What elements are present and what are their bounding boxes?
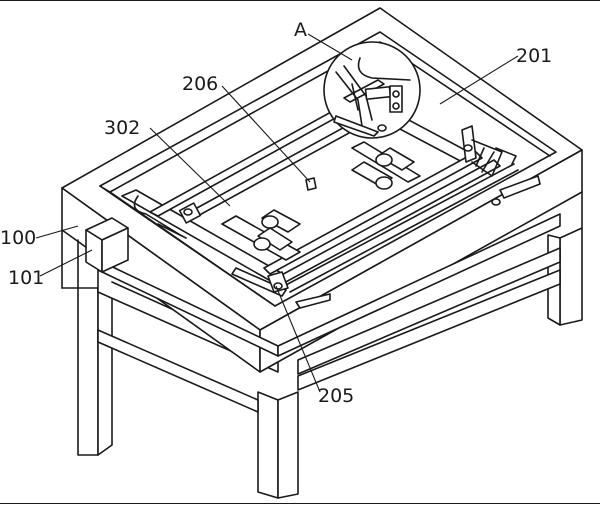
label-a: A: [294, 19, 307, 41]
label-201: 201: [516, 45, 552, 67]
leader-302: [149, 127, 231, 207]
table-legs: [77, 227, 583, 499]
detail-circle-a: [323, 41, 421, 139]
reference-labels: A 201 206 302 100 101 205: [0, 19, 552, 407]
leader-a: [307, 33, 353, 61]
brace-center: [295, 293, 331, 309]
roller-2: [351, 147, 415, 190]
leader-201: [439, 55, 519, 105]
label-100: 100: [0, 227, 36, 249]
label-206: 206: [182, 73, 218, 95]
leader-205: [275, 285, 321, 393]
leader-101: [39, 249, 93, 277]
control-box-101: [85, 217, 129, 273]
middle-frame: [97, 213, 561, 357]
leader-100: [35, 225, 79, 239]
brace-right: [499, 175, 541, 199]
hook-left: [133, 195, 183, 237]
label-302: 302: [104, 117, 140, 139]
leader-206: [221, 85, 311, 183]
leader-lines: [35, 33, 519, 393]
roller-1: [253, 209, 301, 251]
label-205: 205: [318, 385, 354, 407]
label-101: 101: [8, 267, 44, 289]
right-bracket: [461, 125, 517, 177]
